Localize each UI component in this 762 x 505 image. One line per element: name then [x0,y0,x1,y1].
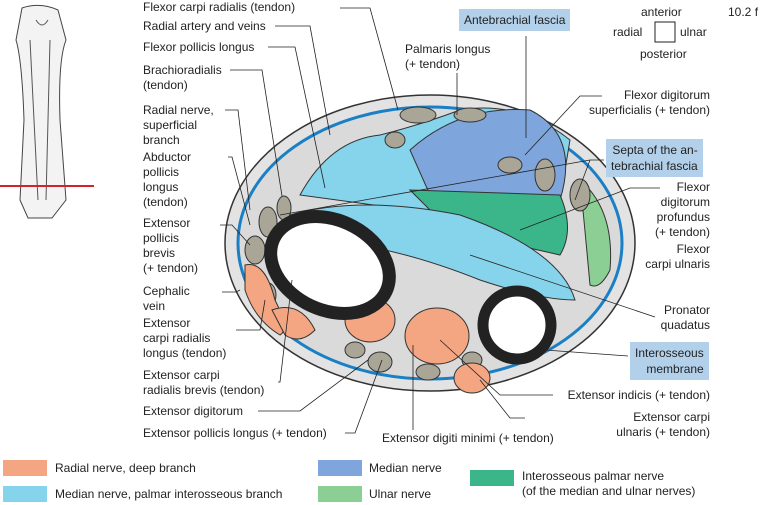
label-cephalic-vein: Cephalic vein [143,284,190,313]
label-palmaris-longus: Palmaris longus (+ tendon) [405,42,491,71]
label-septa-antebrachial-fascia: Septa of the an- tebrachial fascia [606,139,703,177]
flexor-digitorum-superficialis [409,109,567,201]
label-flexor-carpi-radialis: Flexor carpi radialis (tendon) [143,0,296,14]
label-extensor-pollicis-brevis: Extensor pollicis brevis (+ tendon) [143,216,199,275]
label-brachioradialis: Brachioradialis (tendon) [143,63,222,92]
label-extensor-digiti-minimi: Extensor digiti minimi (+ tendon) [382,431,554,445]
label-antebrachial-fascia: Antebrachial fascia [459,9,571,31]
ulna-bone [477,285,557,365]
forearm-thumbnail [0,4,94,219]
leader-lines [220,7,660,434]
radius-bone [264,210,396,320]
label-extensor-digitorum: Extensor digitorum [143,404,244,418]
legend-swatch-radial-deep [3,460,47,476]
orientation-anterior: anterior [641,5,682,19]
label-extensor-indicis: Extensor indicis (+ tendon) [567,388,710,402]
label-flexor-digitorum-profundus: Flexor digitorum profundus (+ tendon) [654,180,710,239]
legend-swatch-ulnar-nerve [318,486,362,502]
label-extensor-carpi-radialis-brevis: Extensor carpi radialis brevis (tendon) [143,368,265,397]
legend-label: Radial nerve, deep branch [55,461,196,475]
label-extensor-pollicis-longus: Extensor pollicis longus (+ tendon) [143,426,327,440]
label-pronator-quadratus: Pronator quadatus [660,303,710,332]
label-flexor-pollicis-longus: Flexor pollicis longus [143,40,255,54]
label-flexor-carpi-ulnaris: Flexor carpi ulnaris [645,242,710,271]
orientation-ulnar: ulnar [680,25,707,39]
legend-label: Interosseous palmar nerve (of the median… [522,469,696,498]
label-abductor-pollicis-longus: Abductor pollicis longus (tendon) [143,150,192,209]
flexor-digitorum-profundus [408,189,568,256]
legend-swatch-median-nerve [318,460,362,476]
label-radial-nerve-superficial: Radial nerve, superficial branch [143,103,214,147]
legend-label: Ulnar nerve [369,487,432,501]
legend-swatch-interosseous-palmar [470,470,514,486]
orientation-box [654,21,676,43]
orientation-posterior: posterior [640,47,687,61]
orientation-radial: radial [613,25,643,39]
flexor-carpi-ulnaris [579,178,612,287]
label-flexor-digitorum-superficialis: Flexor digitorum superficialis (+ tendon… [588,88,710,117]
legend-label: Median nerve, palmar interosseous branch [55,487,283,501]
label-extensor-carpi-radialis-longus: Extensor carpi radialis longus (tendon) [143,316,227,360]
legend-swatch-median-palmar-interosseous [3,486,47,502]
label-radial-artery: Radial artery and veins [143,19,266,33]
figure-number: 10.2 f [728,5,759,19]
label-interosseous-membrane: Interosseous membrane [630,342,709,380]
extensor-muscles [244,263,491,394]
legend-label: Median nerve [369,461,442,475]
label-extensor-carpi-ulnaris: Extensor carpi ulnaris (+ tendon) [616,410,710,439]
